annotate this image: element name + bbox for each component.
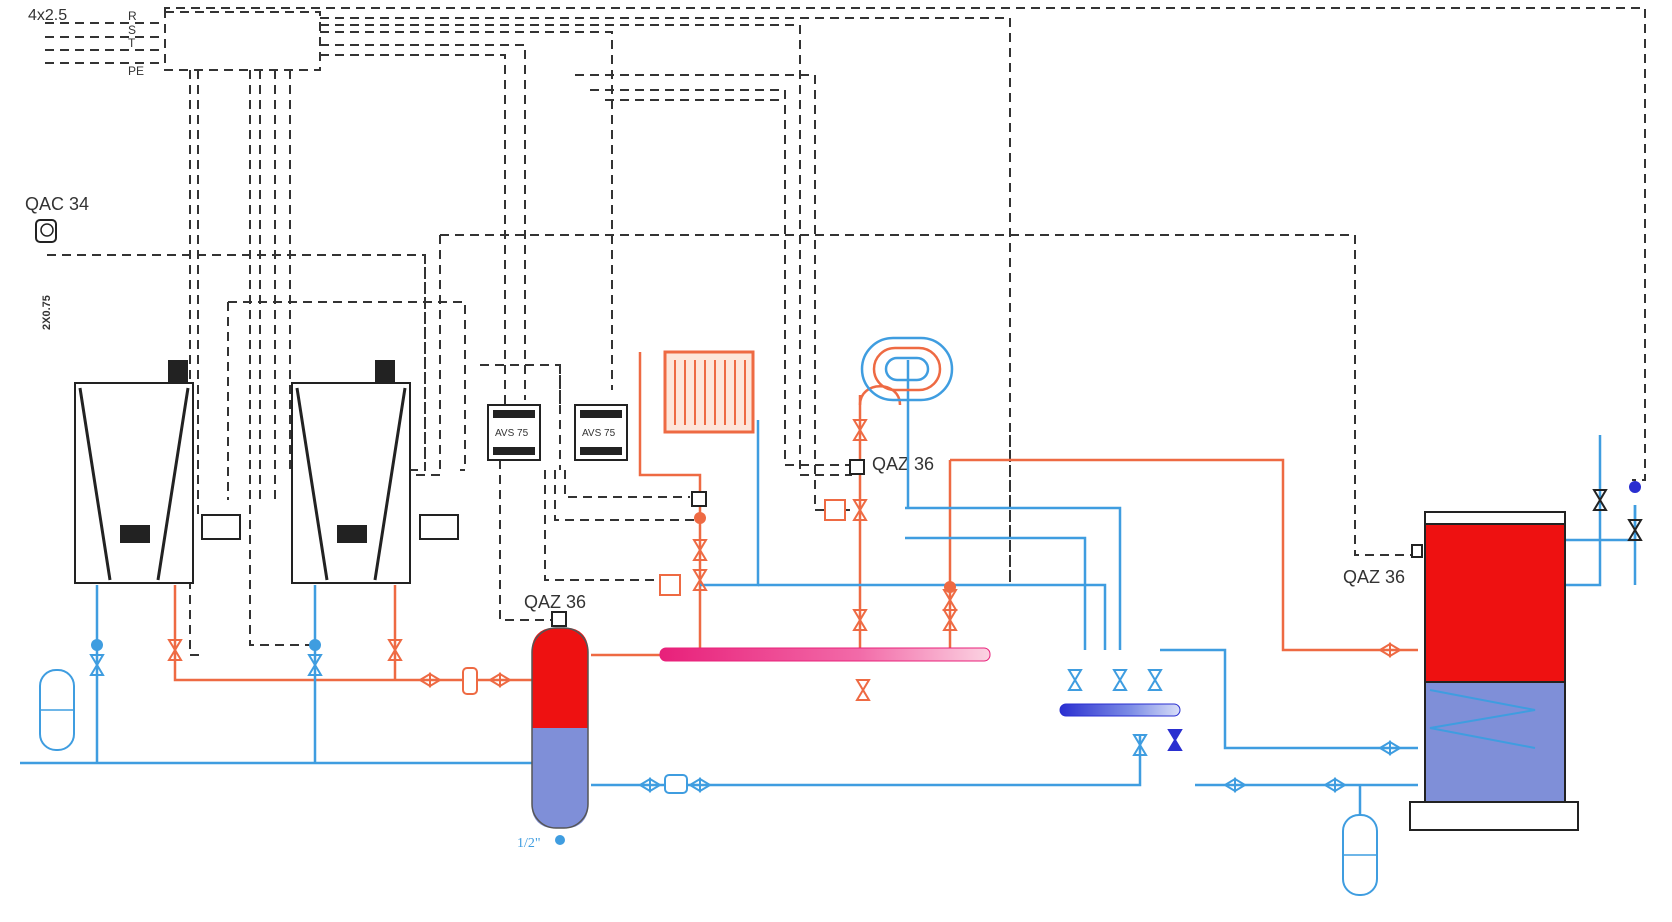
terminal-pe-label: PE: [128, 64, 144, 78]
terminal-t-label: T: [128, 36, 136, 50]
radiator: [663, 350, 755, 434]
room-sensor-label: QAC 34: [25, 194, 89, 214]
pumps: [91, 481, 1641, 651]
header-sensor-label: QAZ 36: [524, 592, 586, 612]
control-wiring: [45, 7, 1646, 656]
drain-size-label: 1/2": [517, 836, 541, 851]
tank-sensor-label: QAZ 36: [1343, 567, 1405, 587]
hydraulic-separator: [531, 627, 589, 845]
room-sensor-icon: [35, 219, 57, 243]
svg-text:AVS 75: AVS 75: [582, 428, 616, 439]
floor-heating-coil: [860, 336, 954, 402]
hot-header: [659, 647, 991, 662]
sensors: [462, 459, 865, 794]
boiler-2: [291, 360, 459, 584]
cable-power-label: 4x2.5: [28, 7, 67, 24]
svg-text:AVS 75: AVS 75: [495, 428, 529, 439]
boiler-1: [74, 360, 241, 584]
terminal-s-label: S: [128, 23, 136, 37]
sensor-cable-label: 2X0.75: [41, 295, 53, 330]
controller-avs75-1: AVS 75: [487, 404, 541, 461]
mixing-sensor-label: QAZ 36: [872, 454, 934, 474]
expansion-vessel-2: [1342, 814, 1378, 896]
hot-water-tank: [1409, 511, 1579, 831]
controller-avs75-2: AVS 75: [574, 404, 628, 461]
valves: [89, 419, 1643, 793]
return-pipes: [20, 360, 1637, 830]
cold-header: [1059, 703, 1181, 717]
terminal-r-label: R: [128, 9, 137, 23]
expansion-vessel-1: [39, 669, 75, 751]
